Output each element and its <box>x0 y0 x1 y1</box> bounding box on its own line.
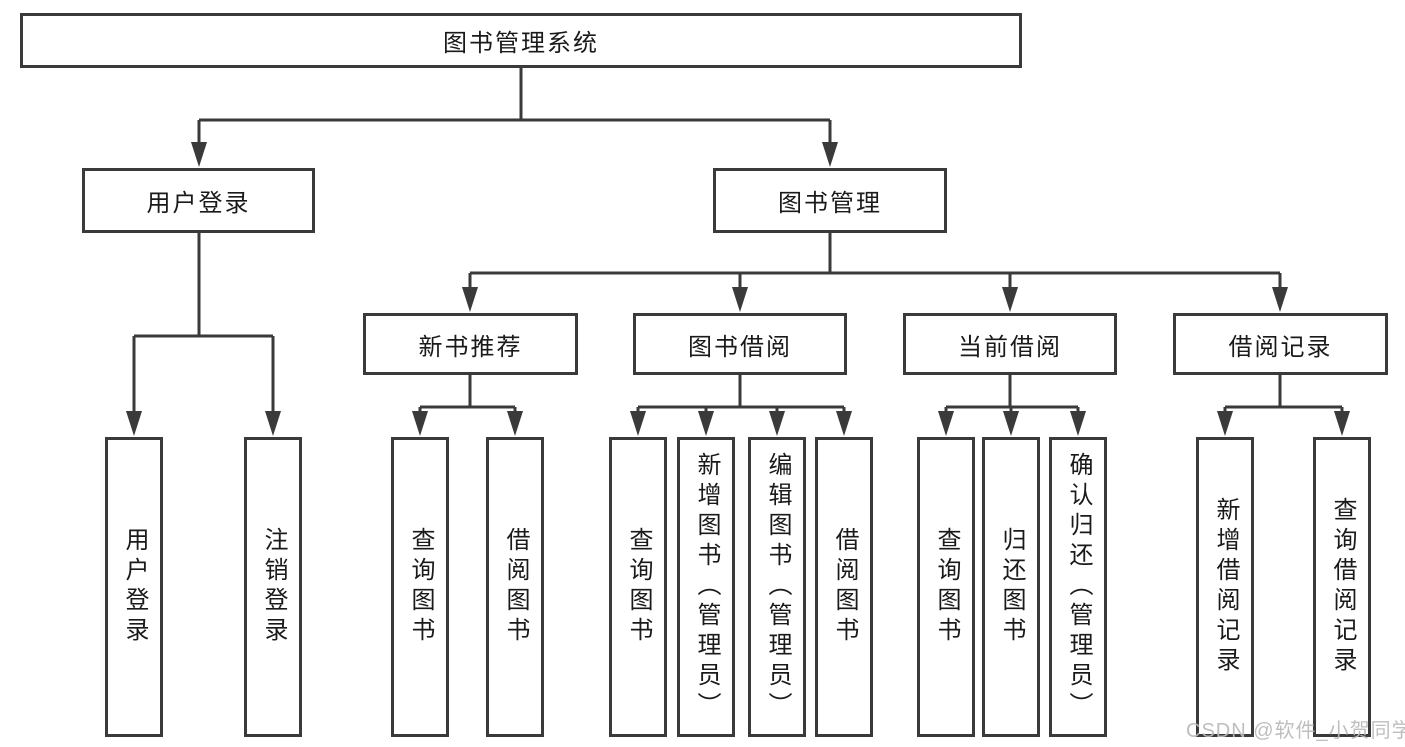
node-leaf-query-books-1: 查询图书 <box>391 437 449 737</box>
node-leaf-return-books-label: 归还图书 <box>998 527 1025 647</box>
arrowhead <box>630 411 646 436</box>
arrowhead <box>938 411 954 436</box>
node-user-login: 用户登录 <box>82 168 315 233</box>
node-current-borrow: 当前借阅 <box>903 313 1117 375</box>
arrowhead <box>822 142 838 167</box>
connector-records-to-leaves <box>1217 375 1350 436</box>
node-leaf-borrow-books-1-label: 借阅图书 <box>502 527 529 647</box>
node-leaf-confirm-return-admin: 确认归还（管理员） <box>1049 437 1107 737</box>
node-leaf-add-borrow-record: 新增借阅记录 <box>1196 437 1254 737</box>
node-leaf-user-login-label: 用户登录 <box>121 527 148 647</box>
arrowhead <box>1002 287 1018 312</box>
node-leaf-add-borrow-record-label: 新增借阅记录 <box>1212 497 1239 677</box>
node-leaf-query-books-2: 查询图书 <box>609 437 667 737</box>
node-leaf-logout-label: 注销登录 <box>260 527 287 647</box>
node-new-book-recommend-label: 新书推荐 <box>418 333 523 361</box>
arrowhead <box>698 411 714 436</box>
node-leaf-borrow-books-1: 借阅图书 <box>486 437 544 737</box>
node-leaf-query-borrow-record-label: 查询借阅记录 <box>1329 497 1356 677</box>
arrowhead <box>126 411 142 436</box>
node-leaf-borrow-books-2: 借阅图书 <box>815 437 873 737</box>
node-leaf-query-books-1-label: 查询图书 <box>407 527 434 647</box>
arrowhead <box>265 411 281 436</box>
arrowhead <box>1217 411 1233 436</box>
connector-borrow-to-leaves <box>630 375 852 436</box>
node-new-book-recommend: 新书推荐 <box>363 313 578 375</box>
arrowhead <box>1003 411 1019 436</box>
arrowhead <box>507 411 523 436</box>
node-book-borrow-label: 图书借阅 <box>688 333 792 361</box>
node-book-management: 图书管理 <box>713 168 947 233</box>
node-borrow-records: 借阅记录 <box>1173 313 1388 375</box>
node-leaf-borrow-books-2-label: 借阅图书 <box>831 527 858 647</box>
connector-recommend-to-leaves <box>412 375 523 436</box>
connector-mgmt-to-level3 <box>462 233 1288 312</box>
node-leaf-edit-books-admin: 编辑图书（管理员） <box>748 437 806 737</box>
node-leaf-confirm-return-admin-label: 确认归还（管理员） <box>1065 452 1092 722</box>
node-leaf-query-books-2-label: 查询图书 <box>625 527 652 647</box>
node-book-management-label: 图书管理 <box>778 190 882 217</box>
connector-login-to-leaves <box>126 233 281 436</box>
node-borrow-records-label: 借阅记录 <box>1228 333 1333 361</box>
arrowhead <box>836 411 852 436</box>
node-library-system: 图书管理系统 <box>20 13 1022 68</box>
arrowhead <box>462 287 478 312</box>
node-leaf-return-books: 归还图书 <box>982 437 1040 737</box>
node-leaf-edit-books-admin-label: 编辑图书（管理员） <box>764 452 791 722</box>
node-leaf-query-books-3: 查询图书 <box>917 437 975 737</box>
node-library-system-label: 图书管理系统 <box>443 30 599 57</box>
node-leaf-logout: 注销登录 <box>244 437 302 737</box>
arrowhead <box>1272 287 1288 312</box>
arrowhead <box>732 287 748 312</box>
node-leaf-user-login: 用户登录 <box>105 437 163 737</box>
arrowhead <box>1334 411 1350 436</box>
node-leaf-query-borrow-record: 查询借阅记录 <box>1313 437 1371 737</box>
node-leaf-query-books-3-label: 查询图书 <box>933 527 960 647</box>
node-leaf-add-books-admin: 新增图书（管理员） <box>677 437 735 737</box>
arrowhead <box>769 411 785 436</box>
arrowhead <box>191 142 207 167</box>
arrowhead <box>412 411 428 436</box>
node-user-login-label: 用户登录 <box>146 190 251 217</box>
node-leaf-add-books-admin-label: 新增图书（管理员） <box>693 452 720 722</box>
connector-root-to-level2 <box>191 67 838 167</box>
connector-current-to-leaves <box>938 375 1086 436</box>
arrowhead <box>1070 411 1086 436</box>
node-book-borrow: 图书借阅 <box>633 313 847 375</box>
watermark: CSDN @软件_小贺同学 <box>1186 720 1405 742</box>
node-current-borrow-label: 当前借阅 <box>958 333 1062 361</box>
